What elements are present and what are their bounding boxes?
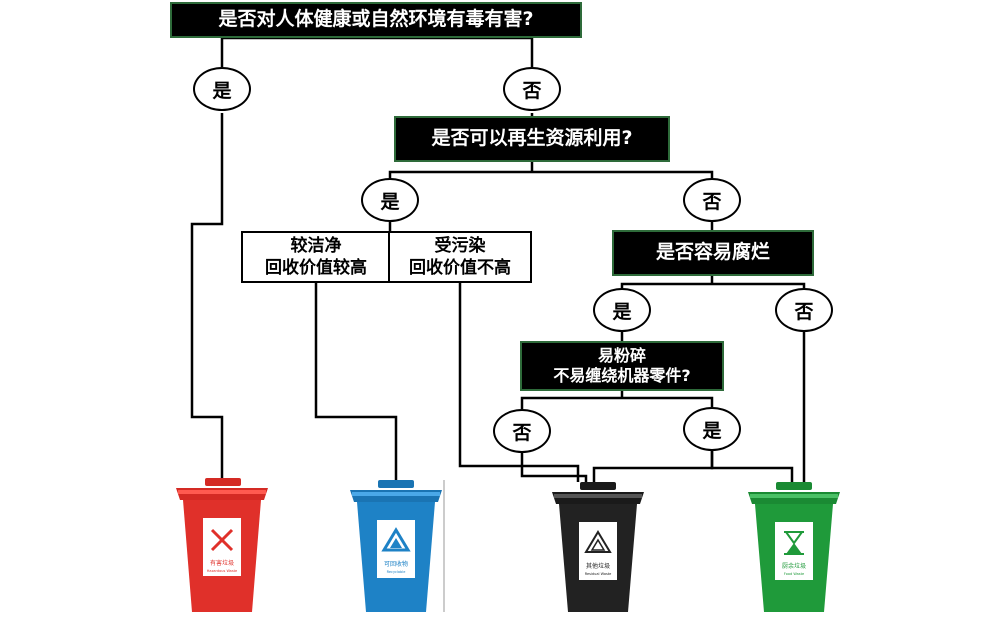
- x-icon: [210, 528, 234, 552]
- recycle-outline-icon: [584, 530, 612, 553]
- bin-label-en: Recyclable: [387, 570, 406, 574]
- bin-residual: 其他垃圾 Residual Waste: [552, 482, 644, 612]
- question-perishable: 是否容易腐烂: [612, 230, 814, 276]
- bin-food: 厨余垃圾 Food Waste: [748, 482, 840, 612]
- recycle-icon: [381, 527, 411, 552]
- bin-label-en: Food Waste: [784, 572, 804, 576]
- question-recyclable: 是否可以再生资源利用?: [394, 116, 670, 162]
- box-clean-high-value: 较洁净 回收价值较高: [241, 231, 391, 283]
- question-crushable-line1: 易粉碎: [597, 346, 646, 365]
- answer-yes-perishable: 是: [593, 288, 651, 332]
- bin-label-cn: 厨余垃圾: [782, 562, 806, 570]
- box-polluted-line2: 回收价值不高: [409, 258, 511, 278]
- answer-no-recyclable: 否: [683, 178, 741, 222]
- bin-hazardous: 有害垃圾 Hazardous Waste: [176, 478, 268, 612]
- bin-label-cn: 其他垃圾: [586, 562, 610, 570]
- bin-label-cn: 可回收物: [384, 560, 408, 568]
- bin-label-cn: 有害垃圾: [210, 559, 234, 567]
- answer-no-perishable: 否: [775, 288, 833, 332]
- bin-recyclable: 可回收物 Recyclable: [350, 480, 445, 612]
- question-crushable: 易粉碎 不易缠绕机器零件?: [520, 341, 724, 391]
- hourglass-icon: [784, 531, 804, 555]
- bin-label-en: Residual Waste: [585, 572, 612, 576]
- box-clean-line1: 较洁净: [290, 235, 342, 256]
- question-toxic: 是否对人体健康或自然环境有毒有害?: [170, 2, 582, 38]
- box-clean-line2: 回收价值较高: [265, 258, 367, 278]
- box-polluted-line1: 受污染: [434, 235, 486, 256]
- bin-label-en: Hazardous Waste: [207, 569, 237, 573]
- answer-yes-toxic: 是: [193, 67, 251, 111]
- answer-no-toxic: 否: [503, 67, 561, 111]
- answer-no-crushable: 否: [493, 409, 551, 453]
- box-polluted-low-value: 受污染 回收价值不高: [388, 231, 532, 283]
- answer-yes-recyclable: 是: [361, 178, 419, 222]
- answer-yes-crushable: 是: [683, 407, 741, 451]
- question-crushable-line2: 不易缠绕机器零件?: [553, 366, 691, 385]
